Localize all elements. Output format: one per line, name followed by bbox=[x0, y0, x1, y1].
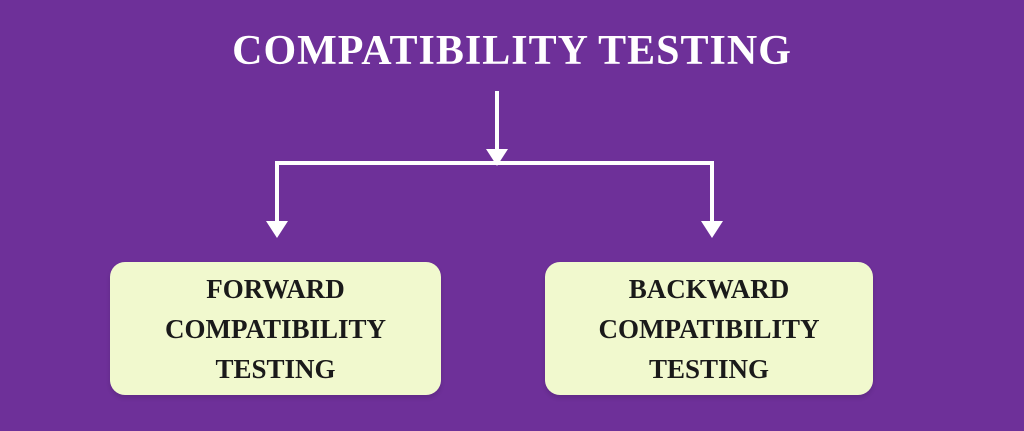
node-backward-compatibility-testing: BACKWARD COMPATIBILITY TESTING bbox=[545, 262, 873, 395]
diagram-title: COMPATIBILITY TESTING bbox=[232, 28, 792, 74]
node-label-line: TESTING bbox=[648, 353, 770, 384]
trunk-arrowhead-icon bbox=[486, 149, 508, 166]
node-label-line: FORWARD bbox=[206, 273, 345, 304]
node-label-line: BACKWARD bbox=[628, 273, 790, 304]
node-label-line: COMPATIBILITY bbox=[164, 313, 387, 344]
node-forward-compatibility-testing: FORWARD COMPATIBILITY TESTING bbox=[110, 262, 441, 395]
node-label-line: TESTING bbox=[215, 353, 336, 384]
right-arrowhead-icon bbox=[701, 221, 723, 238]
left-arrowhead-icon bbox=[266, 221, 288, 238]
node-label-line: COMPATIBILITY bbox=[598, 313, 820, 344]
